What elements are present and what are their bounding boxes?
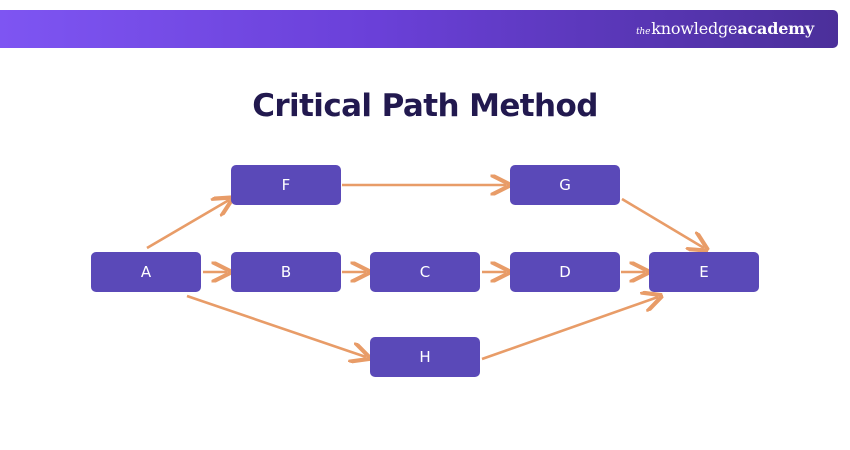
node-box	[231, 165, 341, 205]
edges	[146, 185, 704, 361]
brand-prefix: the	[636, 27, 651, 37]
header-banner: theknowledgeacademy	[0, 10, 838, 48]
node-g: G	[510, 165, 620, 205]
nodes: A F B H C G D E	[91, 165, 759, 377]
node-box	[649, 252, 759, 292]
node-f: F	[231, 165, 341, 205]
edge-a-h	[186, 294, 366, 357]
node-label: H	[419, 348, 430, 366]
node-label: A	[141, 263, 152, 281]
node-label: B	[281, 263, 291, 281]
node-d: D	[510, 252, 620, 292]
node-c: C	[370, 252, 480, 292]
node-e: E	[649, 252, 759, 292]
edge-g-e	[621, 197, 704, 248]
node-box	[91, 252, 201, 292]
edge-a-f	[146, 200, 229, 250]
node-box	[510, 252, 620, 292]
page-title: Critical Path Method	[252, 88, 598, 124]
node-box	[370, 337, 480, 377]
node-a: A	[91, 252, 201, 292]
node-label: F	[282, 176, 291, 194]
brand-main: knowledge	[651, 19, 738, 38]
brand-logo: theknowledgeacademy	[636, 19, 814, 42]
node-label: D	[559, 263, 571, 281]
node-label: C	[420, 263, 430, 281]
node-label: G	[559, 176, 571, 194]
node-h: H	[370, 337, 480, 377]
node-box	[370, 252, 480, 292]
node-box	[231, 252, 341, 292]
edge-h-e	[481, 297, 658, 361]
node-b: B	[231, 252, 341, 292]
node-box	[510, 165, 620, 205]
brand-suffix: academy	[737, 19, 814, 38]
node-label: E	[699, 263, 708, 281]
